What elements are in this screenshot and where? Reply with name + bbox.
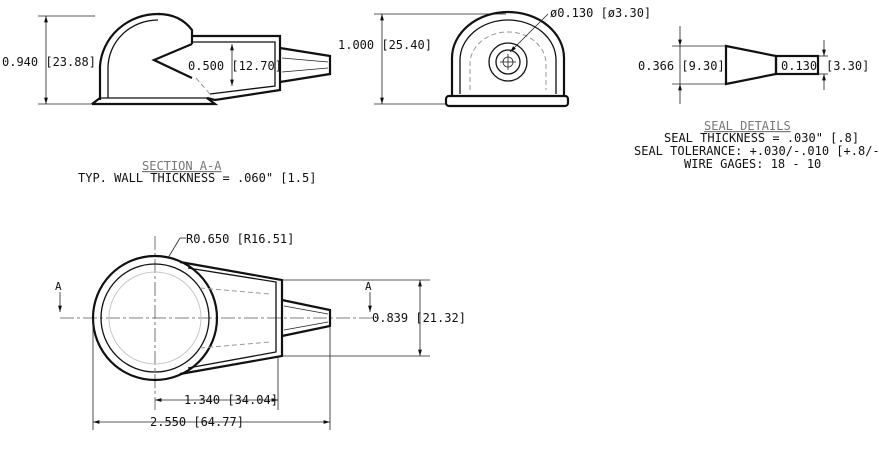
section-mark-left: A <box>55 280 62 293</box>
section-height-dim: 0.940 [23.88] <box>2 55 96 69</box>
section-title: SECTION A-A <box>142 159 222 173</box>
seal-details-title: SEAL DETAILS <box>704 119 791 133</box>
end-height-dim: 1.000 [25.40] <box>338 38 432 52</box>
center-dim: 1.340 [34.04] <box>184 393 278 407</box>
top-view: A A R0.650 [R16.51] 0.839 [21.32] 1.340 … <box>55 232 466 430</box>
wall-thickness-note: TYP. WALL THICKNESS = .060" [1.5] <box>78 171 316 185</box>
wire-gages: WIRE GAGES: 18 - 10 <box>684 157 821 171</box>
section-inner-dim: 0.500 [12.70] <box>188 59 282 73</box>
length-dim: 2.550 [64.77] <box>150 415 244 429</box>
end-view: 1.000 [25.40] ø0.130 [ø3.30] <box>338 6 651 108</box>
seal-tolerance: SEAL TOLERANCE: +.030/-.010 [+.8/-.25] <box>634 144 879 158</box>
section-mark-right: A <box>365 280 372 293</box>
section-view: 0.940 [23.88] 0.500 [12.70] SECTION A-A … <box>2 12 332 185</box>
radius-dim: R0.650 [R16.51] <box>186 232 294 246</box>
seal-od-dim: 0.366 [9.30] <box>638 59 725 73</box>
width-dim: 0.839 [21.32] <box>372 311 466 325</box>
seal-id-dim: 0.130 <box>781 59 817 73</box>
seal-id-dim-metric: [3.30] <box>826 59 869 73</box>
seal-details: 0.366 [9.30] 0.130 [3.30] SEAL DETAILS S… <box>634 26 879 171</box>
seal-thickness: SEAL THICKNESS = .030" [.8] <box>664 131 859 145</box>
hole-dim: ø0.130 [ø3.30] <box>550 6 651 20</box>
